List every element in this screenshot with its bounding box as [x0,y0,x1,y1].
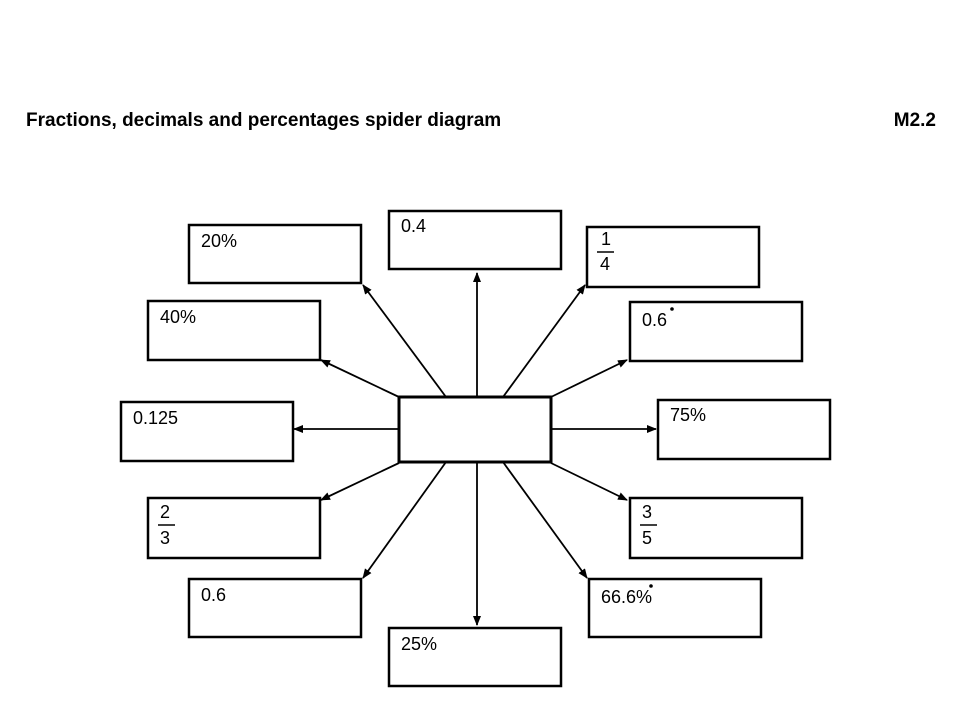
box-left-lower-numerator: 2 [160,502,170,522]
box-top-right-denominator: 4 [600,254,610,274]
box-right-label: 75% [670,405,706,425]
box-top-label: 0.4 [401,216,426,236]
box-top-left: 20% [187,223,363,285]
box-right-lower-numerator: 3 [642,502,652,522]
arrow-left-upper [320,359,400,398]
box-right: 75% [656,398,832,461]
arrow-top-left [362,284,447,398]
box-bottom-left-label: 0.6 [201,585,226,605]
arrow-bottom-left [362,461,447,579]
box-right-lower: 3 5 [628,496,804,560]
hub-box [397,395,553,464]
arrow-top-right [502,284,586,398]
arrow-right-lower [550,462,628,501]
box-left-upper-label: 40% [160,307,196,327]
box-bottom-right: 66.6% [587,577,763,639]
page-title: Fractions, decimals and percentages spid… [26,110,502,131]
box-right-upper: 0.6 [628,300,804,363]
box-right-upper-label: 0.6 [642,310,667,330]
box-right-lower-denominator: 5 [642,528,652,548]
box-bottom-right-label: 66.6% [601,587,652,607]
box-bottom: 25% [387,626,563,688]
box-bottom-label: 25% [401,634,437,654]
box-left-upper: 40% [146,299,322,362]
arrows [293,272,657,626]
box-top-right: 1 4 [585,225,761,289]
box-left: 0.125 [119,400,295,463]
arrow-bottom-right [502,461,588,579]
box-left-lower-denominator: 3 [160,528,170,548]
recurring-dot [649,584,653,588]
box-left-label: 0.125 [133,408,178,428]
page-code: M2.2 [893,110,936,131]
box-top-left-label: 20% [201,231,237,251]
box-top-right-numerator: 1 [601,229,611,249]
recurring-dot [670,307,674,311]
box-top: 0.4 [387,209,563,271]
box-left-lower: 2 3 [146,496,322,560]
arrow-left-lower [320,462,400,501]
arrow-right-upper [550,359,628,398]
box-bottom-left: 0.6 [187,577,363,639]
